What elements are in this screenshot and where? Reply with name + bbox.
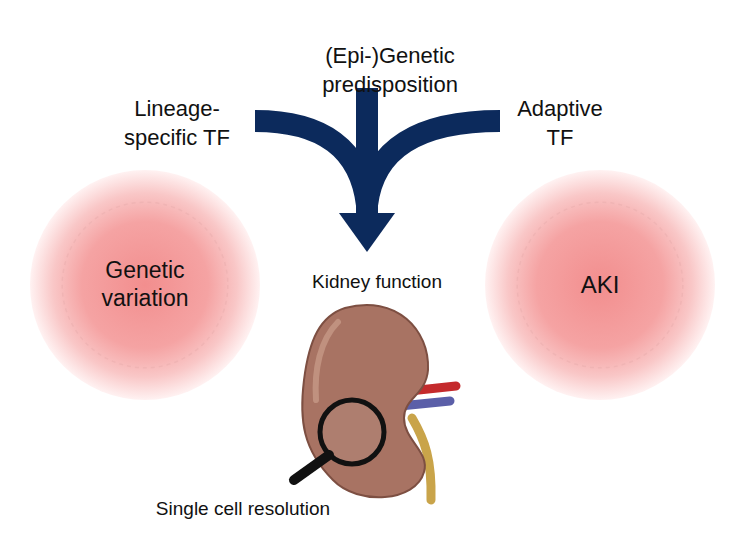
merge-arrow	[255, 88, 500, 216]
glow-circle: Genetic variation	[30, 170, 260, 400]
kidney-highlight	[316, 322, 338, 400]
arrow-branch	[255, 121, 367, 205]
arrow-branch	[367, 121, 500, 205]
circle-text-group: Genetic variation	[85, 257, 205, 312]
annotation-text: Single cell resolution	[113, 497, 373, 522]
circle-fill	[485, 170, 715, 400]
circle-label: Genetic variation	[85, 257, 205, 312]
kidney-illustration	[294, 305, 456, 500]
circle-label: AKI	[540, 271, 660, 300]
circle-fill	[30, 170, 260, 400]
annotation-text: Lineage-specific TF	[112, 95, 242, 152]
magnifier-handle	[294, 455, 329, 480]
annotation-text: Adaptive TF	[505, 95, 615, 152]
annotation-text: Kidney function	[277, 270, 477, 295]
circle-text-group: AKI	[540, 271, 660, 300]
circle-ring	[62, 202, 228, 368]
arrow-stem	[356, 88, 378, 216]
arrow-head	[339, 213, 395, 252]
kidney-body	[302, 305, 428, 497]
glow-circle: AKI	[485, 170, 715, 400]
annotation-text: (Epi-)Genetic predisposition	[300, 42, 480, 99]
circle-ring	[517, 202, 683, 368]
